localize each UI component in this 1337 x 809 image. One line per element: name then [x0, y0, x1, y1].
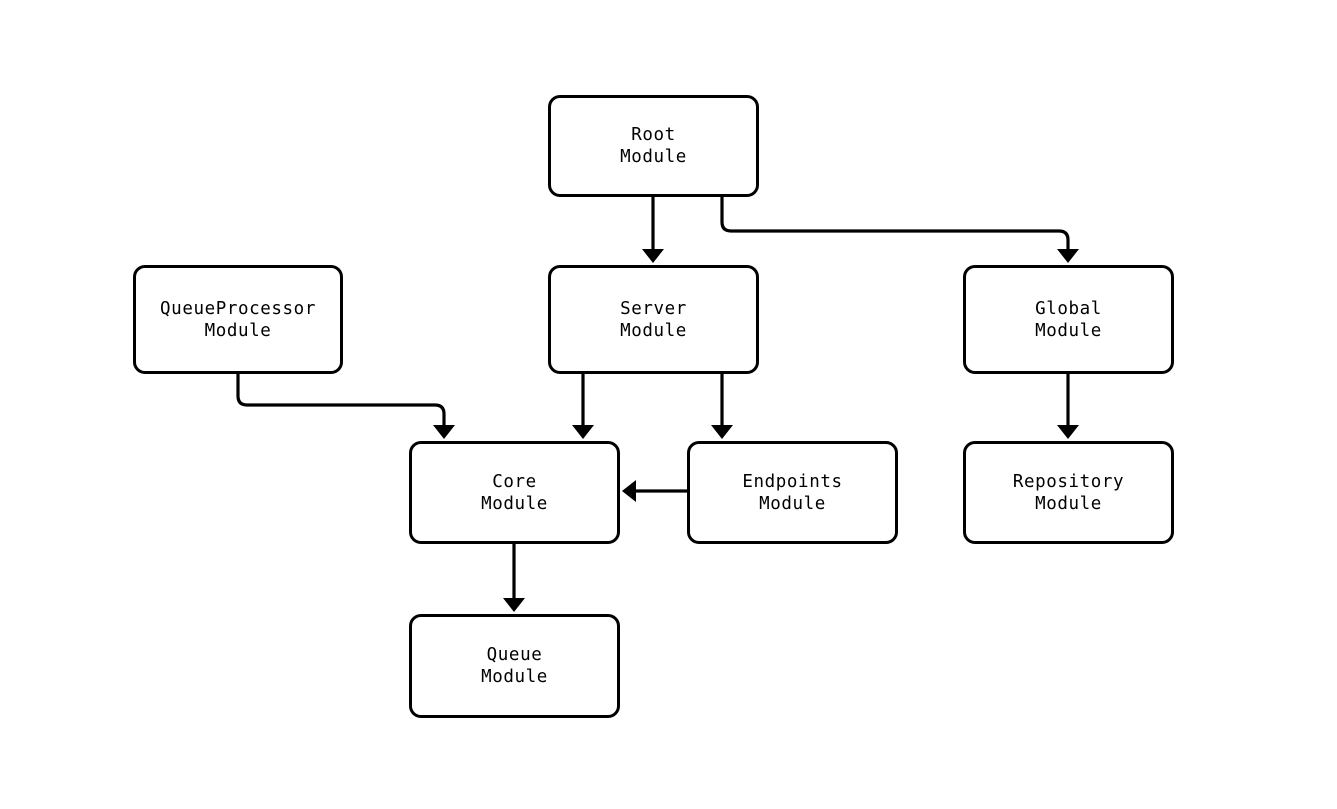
- arrowhead-icon: [433, 425, 455, 439]
- node-label-secondary: Module: [481, 667, 548, 687]
- node-label-primary: QueueProcessor: [160, 298, 316, 319]
- node-label-secondary: Module: [1035, 493, 1102, 514]
- edge-line: [236, 374, 446, 431]
- node-label-primary: Repository: [1012, 471, 1125, 492]
- edge-root-to-server: [642, 197, 664, 263]
- arrowhead-icon: [711, 425, 733, 439]
- arrowhead-icon: [1057, 425, 1079, 439]
- node-label-secondary: Module: [204, 320, 272, 341]
- node-label-secondary: Module: [481, 493, 548, 514]
- edge-endpoints-to-core: [622, 480, 687, 502]
- edge-line: [720, 197, 1070, 255]
- arrowhead-icon: [622, 480, 636, 502]
- edge-server-to-core: [572, 374, 594, 439]
- node-label-primary: Global: [1035, 298, 1102, 319]
- node-label-primary: Queue: [486, 645, 543, 665]
- edge-server-to-endpoints: [711, 374, 733, 439]
- node-label-secondary: Module: [759, 493, 826, 514]
- arrowhead-icon: [503, 598, 525, 612]
- node-label-secondary: Module: [620, 320, 687, 341]
- node-label-primary: Root: [631, 125, 676, 145]
- edge-queueprocessor-to-core: [236, 374, 455, 439]
- arrowhead-icon: [572, 425, 594, 439]
- arrowhead-icon: [1057, 249, 1079, 263]
- edge-core-to-queue: [503, 544, 525, 612]
- node-label-secondary: Module: [620, 147, 687, 167]
- node-label-primary: Endpoints: [742, 471, 843, 492]
- node-label-secondary: Module: [1035, 320, 1102, 341]
- arrowhead-icon: [642, 249, 664, 263]
- edge-global-to-repository: [1057, 374, 1079, 439]
- edge-root-to-global: [720, 197, 1079, 263]
- node-label-primary: Server: [620, 298, 687, 319]
- node-label-primary: Core: [492, 471, 537, 492]
